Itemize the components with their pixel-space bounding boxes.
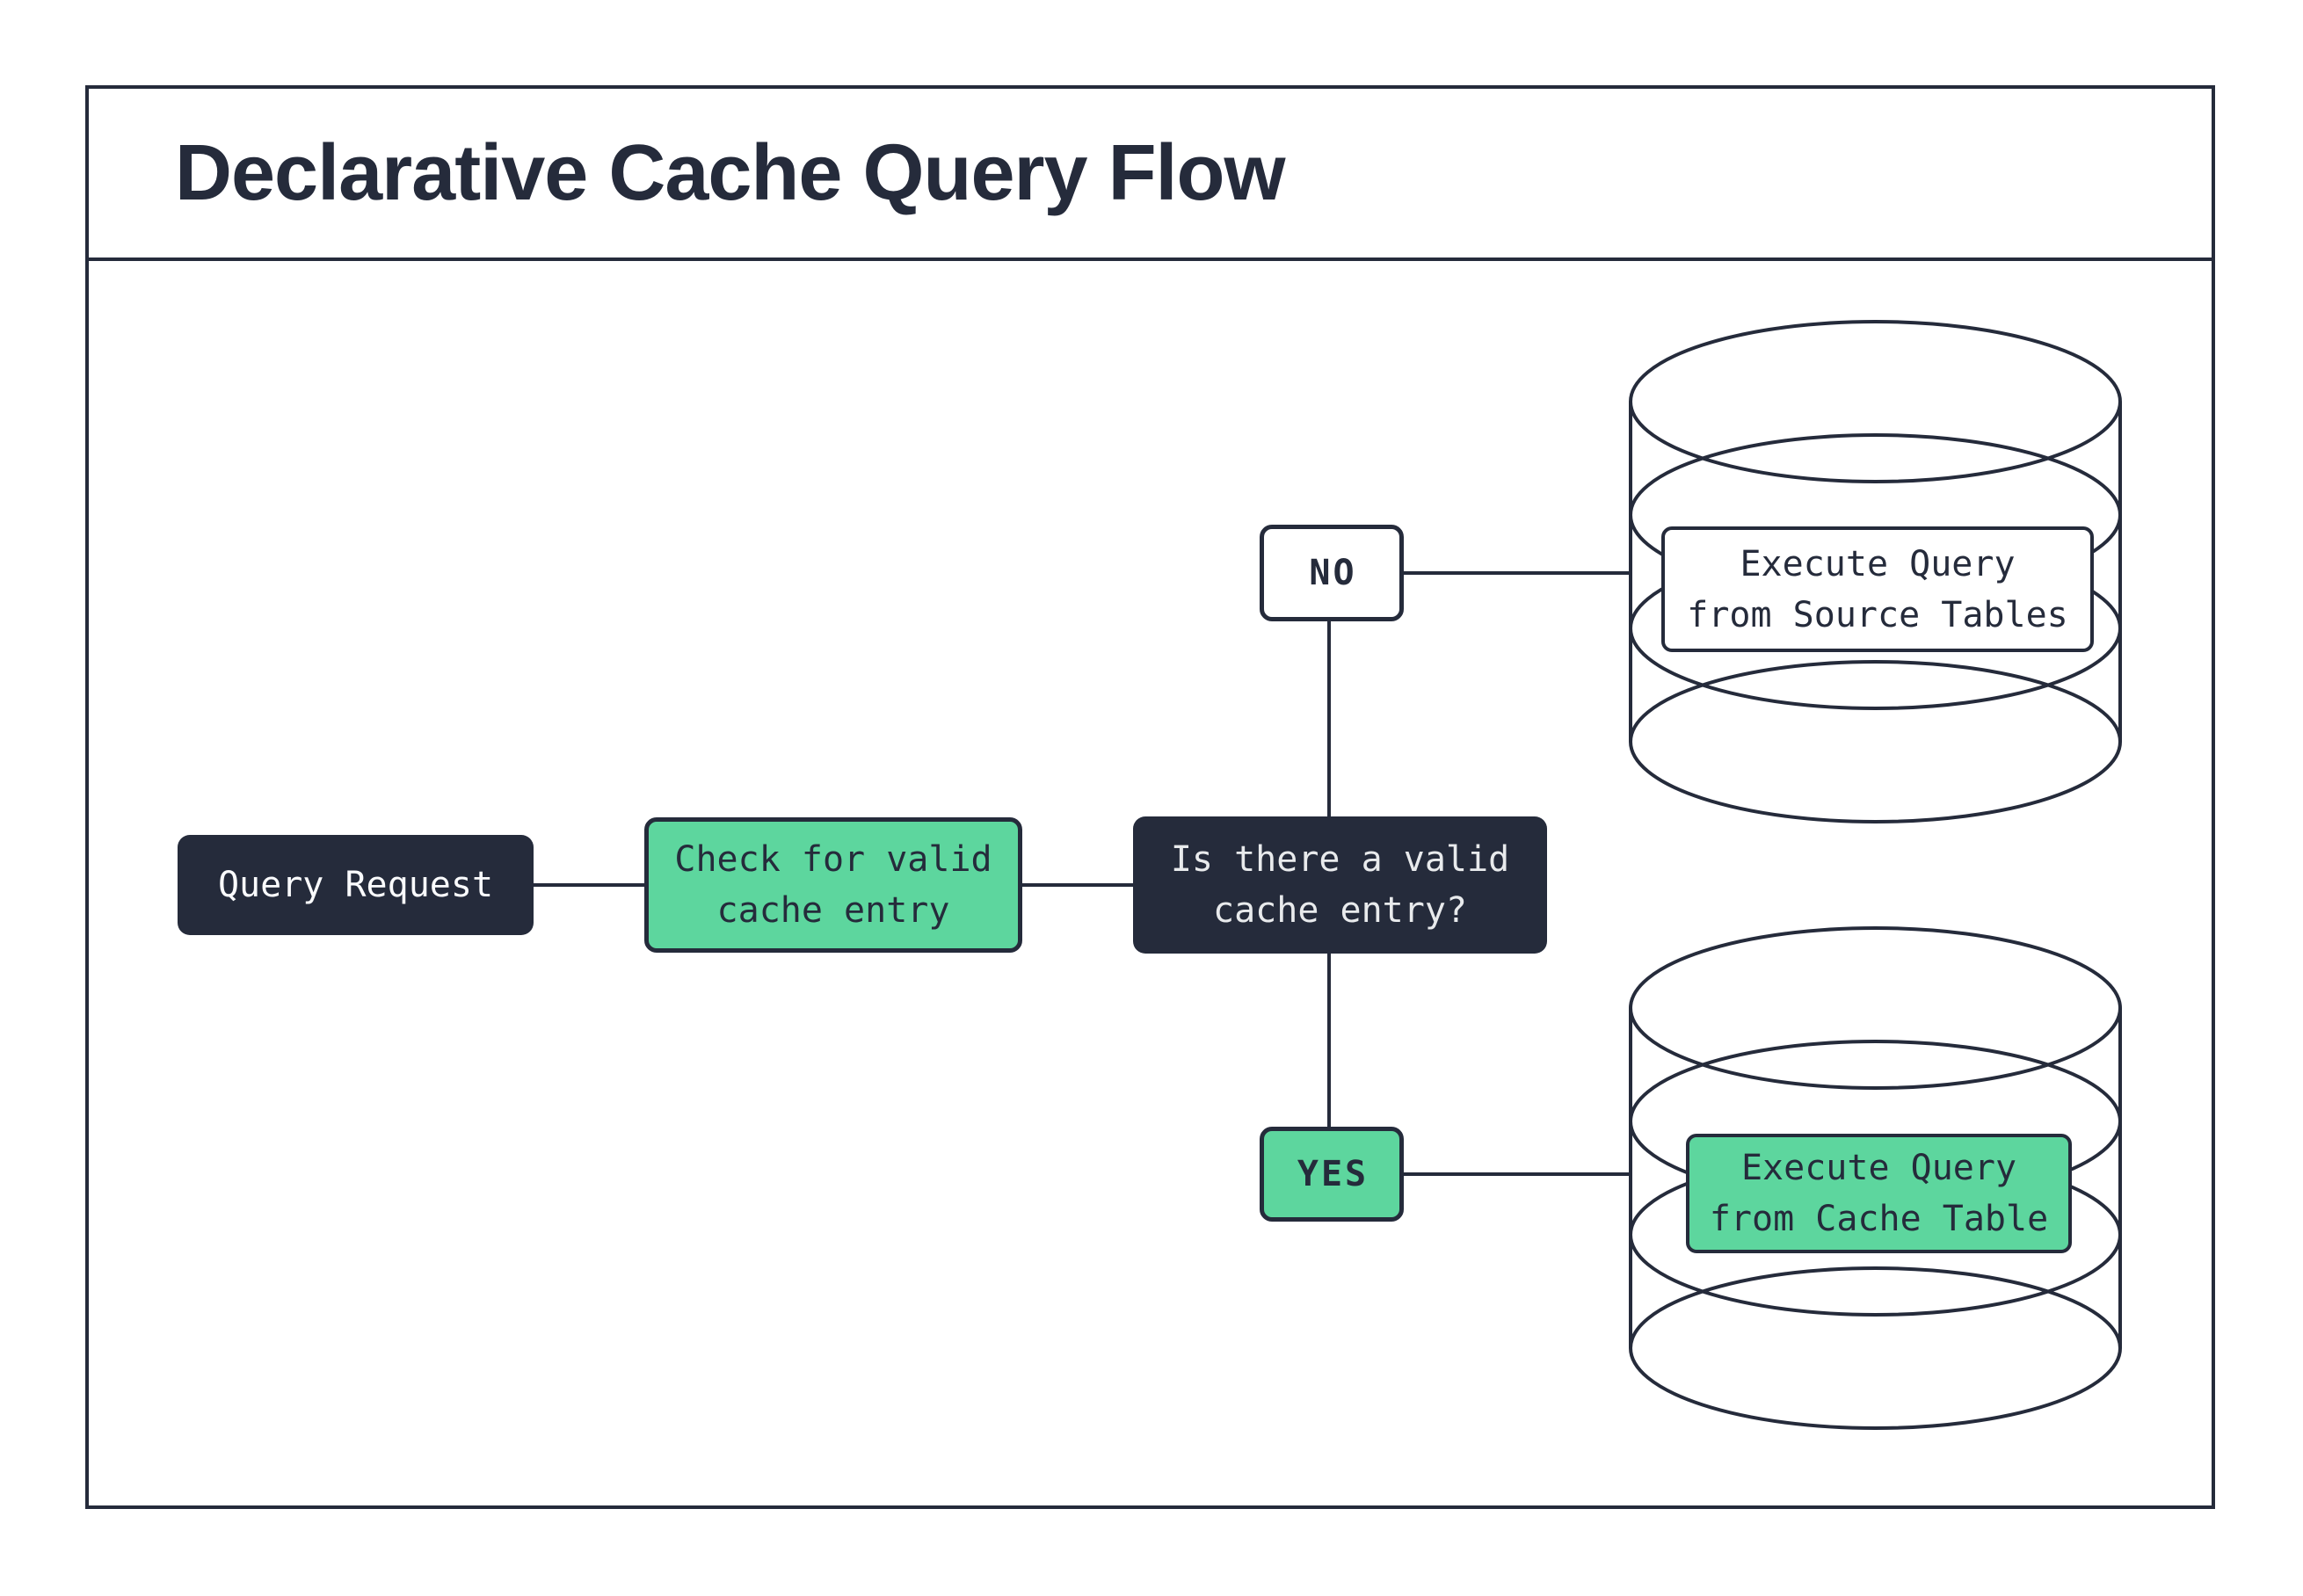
source-db-label-line2: from Source Tables: [1687, 594, 2068, 635]
cache-db-label-box: Execute Query from Cache Table: [1686, 1134, 2072, 1253]
decision-node: Is there a valid cache entry?: [1133, 816, 1547, 954]
no-branch-badge: NO: [1260, 525, 1404, 621]
decision-label-line1: Is there a valid: [1170, 839, 1510, 880]
no-branch-label: NO: [1309, 553, 1357, 593]
source-db-label-box: Execute Query from Source Tables: [1661, 526, 2094, 652]
check-cache-label-line2: cache entry: [716, 890, 950, 931]
query-request-node: Query Request: [178, 835, 534, 935]
query-request-label: Query Request: [217, 865, 494, 905]
check-cache-label-line1: Check for valid: [674, 839, 992, 880]
database-disk-ellipse: [1629, 320, 2122, 483]
cache-database-icon: [1629, 926, 2122, 1430]
source-db-label-line1: Execute Query: [1740, 543, 2016, 584]
database-disk-ellipse: [1629, 926, 2122, 1090]
flowchart-frame: Declarative Cache Query Flow: [85, 85, 2215, 1509]
cache-db-label-line2: from Cache Table: [1709, 1199, 2049, 1239]
yes-branch-label: YES: [1297, 1154, 1369, 1194]
yes-branch-badge: YES: [1260, 1127, 1404, 1222]
check-cache-node: Check for valid cache entry: [644, 817, 1022, 953]
database-disk-ellipse: [1629, 660, 2122, 823]
title-band: Declarative Cache Query Flow: [89, 89, 2212, 261]
decision-label-line2: cache entry?: [1213, 890, 1467, 931]
cache-db-label-line1: Execute Query: [1740, 1148, 2017, 1188]
source-database-icon: [1629, 320, 2122, 823]
database-disk-ellipse: [1629, 1266, 2122, 1430]
page-title: Declarative Cache Query Flow: [175, 128, 1286, 217]
